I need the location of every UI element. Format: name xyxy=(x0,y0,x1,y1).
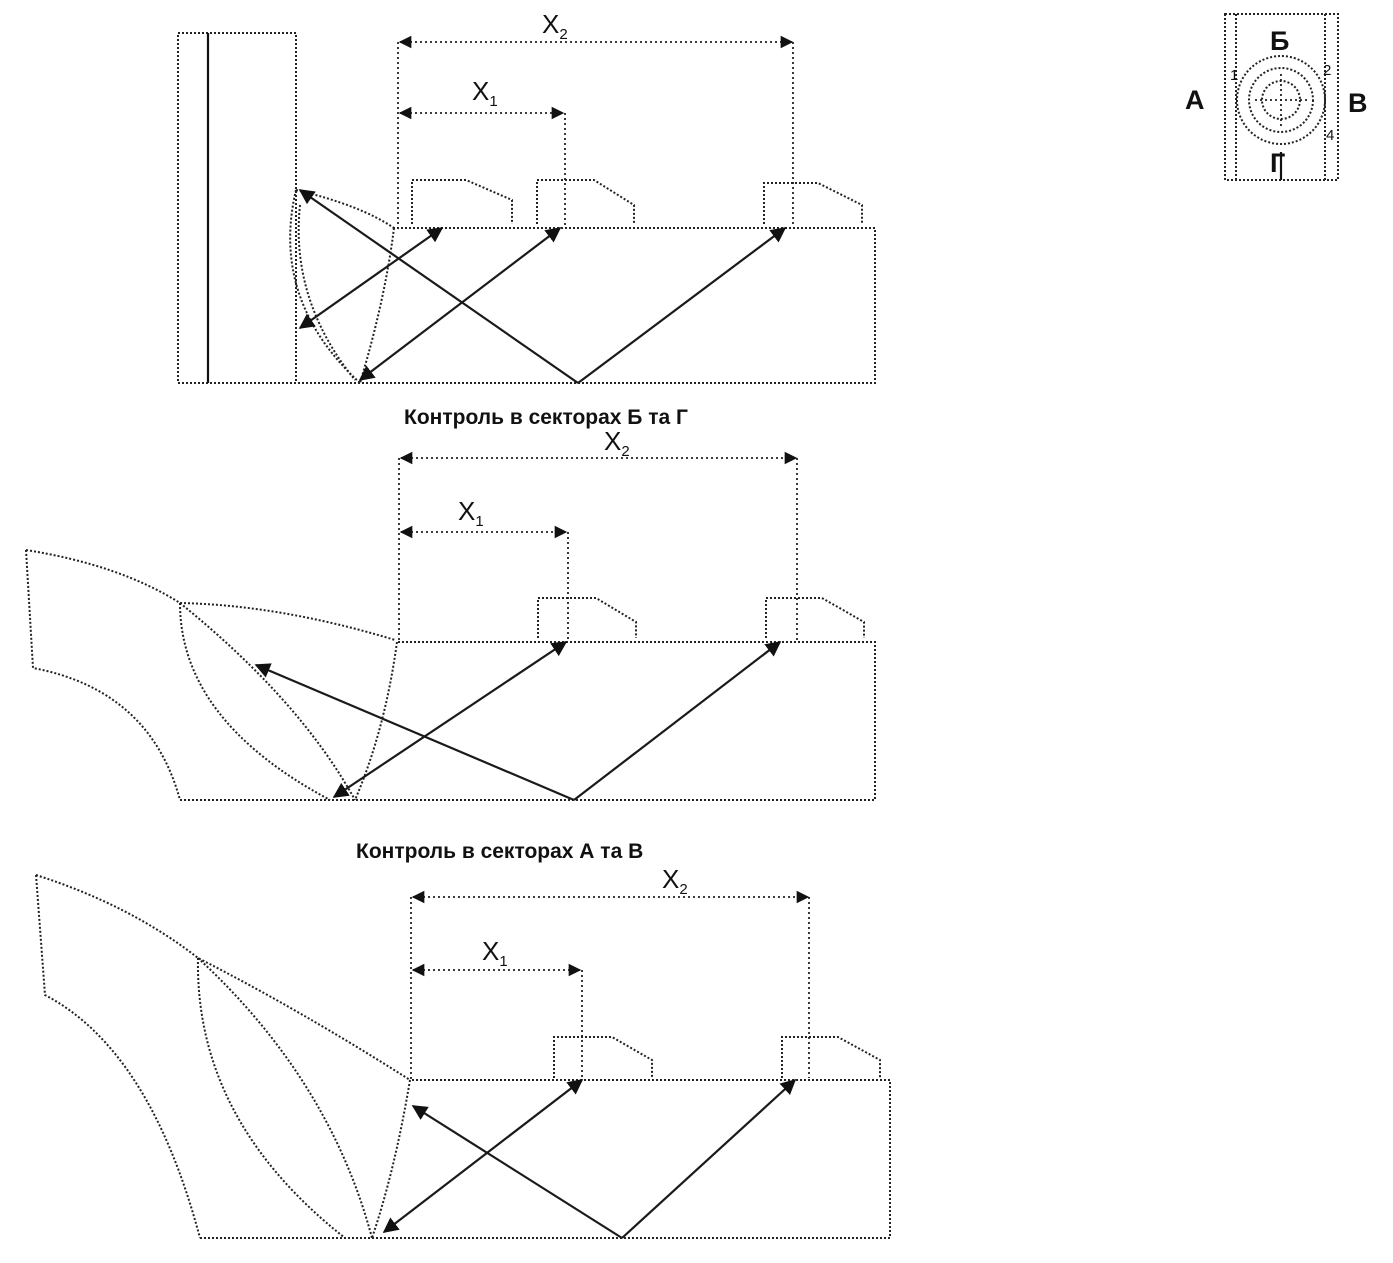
dimension-lines xyxy=(397,35,794,228)
panel-2: X2 X1 xyxy=(25,426,876,802)
middle-circle xyxy=(1248,67,1314,133)
x1-label: X1 xyxy=(472,76,498,110)
dimension-lines xyxy=(398,451,798,642)
ultrasonic-rays xyxy=(298,189,787,384)
weld-bead xyxy=(196,957,411,1239)
sector-b-label: Б xyxy=(1270,26,1289,56)
dimension-lines xyxy=(410,890,810,1080)
position-1-label: 1 xyxy=(1230,67,1238,84)
panel-3: X2 X1 xyxy=(35,864,891,1239)
vertical-pipe xyxy=(177,32,297,384)
weld-bead xyxy=(179,602,398,801)
base-plate xyxy=(178,227,876,384)
base-plate xyxy=(200,1079,891,1239)
x2-label: X2 xyxy=(604,426,630,460)
curved-branch xyxy=(35,874,411,1239)
caption-sectors-a-v: Контроль в секторах А та В xyxy=(356,840,643,863)
outer-circle xyxy=(1236,55,1326,145)
panel-1: X2 X1 xyxy=(177,9,876,384)
caption-sectors-b-g: Контроль в секторах Б та Г xyxy=(404,406,688,429)
ultrasonic-rays xyxy=(382,1078,797,1239)
sector-key: Б А В Г 1 2 4 xyxy=(1185,13,1368,181)
ultrasonic-rays xyxy=(254,641,782,802)
curved-branch xyxy=(25,549,396,801)
sector-g-label: Г xyxy=(1270,148,1285,178)
x1-label: X1 xyxy=(482,936,508,970)
x1-label: X1 xyxy=(458,496,484,530)
probes xyxy=(411,179,863,224)
sector-a-label: А xyxy=(1185,85,1205,115)
base-plate xyxy=(180,641,876,801)
probes xyxy=(537,597,865,638)
position-2-label: 2 xyxy=(1323,62,1331,79)
position-4-label: 4 xyxy=(1326,127,1334,144)
probes xyxy=(553,1036,881,1078)
x2-label: X2 xyxy=(662,864,688,898)
x2-label: X2 xyxy=(542,9,568,43)
sector-v-label: В xyxy=(1348,88,1368,118)
